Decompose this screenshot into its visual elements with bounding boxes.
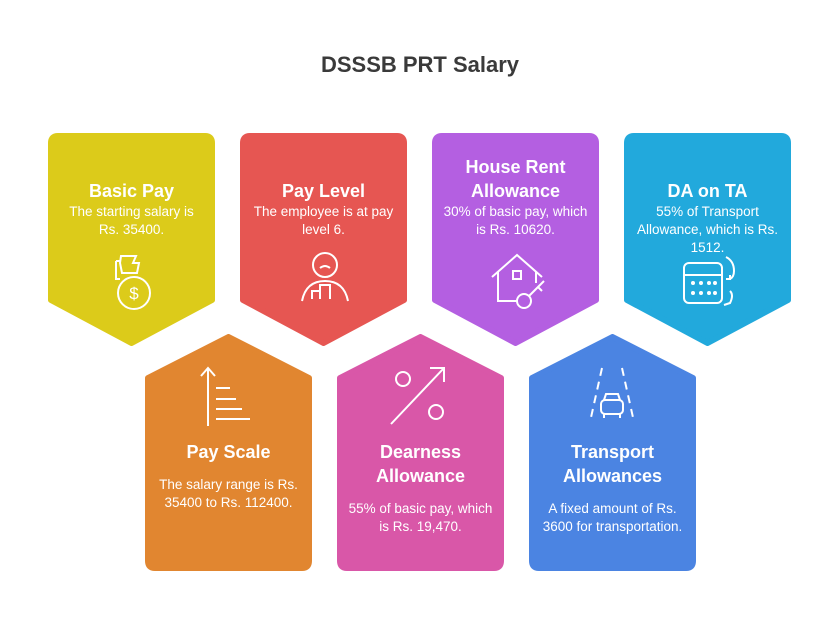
- svg-text:$: $: [129, 284, 139, 303]
- house-key-icon: [491, 253, 545, 309]
- card-shape: [145, 334, 312, 571]
- card-shape: [432, 133, 599, 346]
- card-shape: [240, 133, 407, 346]
- card-description: The salary range is Rs. 35400 to Rs. 112…: [159, 477, 298, 510]
- person-levels-icon: [301, 252, 349, 302]
- card-description: 30% of basic pay, which is Rs. 10620.: [443, 204, 588, 237]
- card-da-on-ta: DA on TA 55% of Transport Allowance, whi…: [624, 133, 791, 346]
- money-bag-icon: $: [115, 255, 151, 310]
- card-description: 55% of basic pay, which is Rs. 19,470.: [348, 501, 493, 534]
- card-title: Pay Scale: [186, 442, 271, 462]
- card-transport-allowances: Transport Allowances A fixed amount of R…: [529, 334, 696, 571]
- card-title: DA on TA: [667, 181, 748, 201]
- card-shape: [529, 334, 696, 571]
- card-pay-scale: Pay Scale The salary range is Rs. 35400 …: [145, 334, 312, 571]
- card-description: The employee is at pay level 6.: [253, 204, 394, 237]
- card-shape: [337, 334, 504, 571]
- card-shape: [48, 133, 215, 346]
- card-dearness-allowance: Dearness Allowance 55% of basic pay, whi…: [337, 334, 504, 571]
- percent-icon: [390, 367, 445, 425]
- card-title: Pay Level: [281, 181, 366, 201]
- card-description: The starting salary is Rs. 35400.: [69, 204, 194, 237]
- card-house-rent: House Rent Allowance 30% of basic pay, w…: [432, 133, 599, 346]
- card-title: Dearness Allowance: [375, 442, 466, 486]
- scale-up-icon: [200, 366, 250, 426]
- card-basic-pay: Basic Pay The starting salary is Rs. 354…: [48, 133, 215, 346]
- card-title: Basic Pay: [88, 181, 175, 201]
- card-shape: [624, 133, 791, 346]
- page-title: DSSSB PRT Salary: [320, 52, 520, 77]
- card-description: 55% of Transport Allowance, which is Rs.…: [636, 204, 779, 255]
- calculator-icon: [683, 256, 736, 306]
- car-road-icon: [589, 367, 635, 423]
- card-description: A fixed amount of Rs. 3600 for transport…: [542, 501, 683, 534]
- card-pay-level: Pay Level The employee is at pay level 6…: [240, 133, 407, 346]
- card-title: House Rent Allowance: [465, 157, 566, 201]
- card-title: Transport Allowances: [562, 442, 663, 486]
